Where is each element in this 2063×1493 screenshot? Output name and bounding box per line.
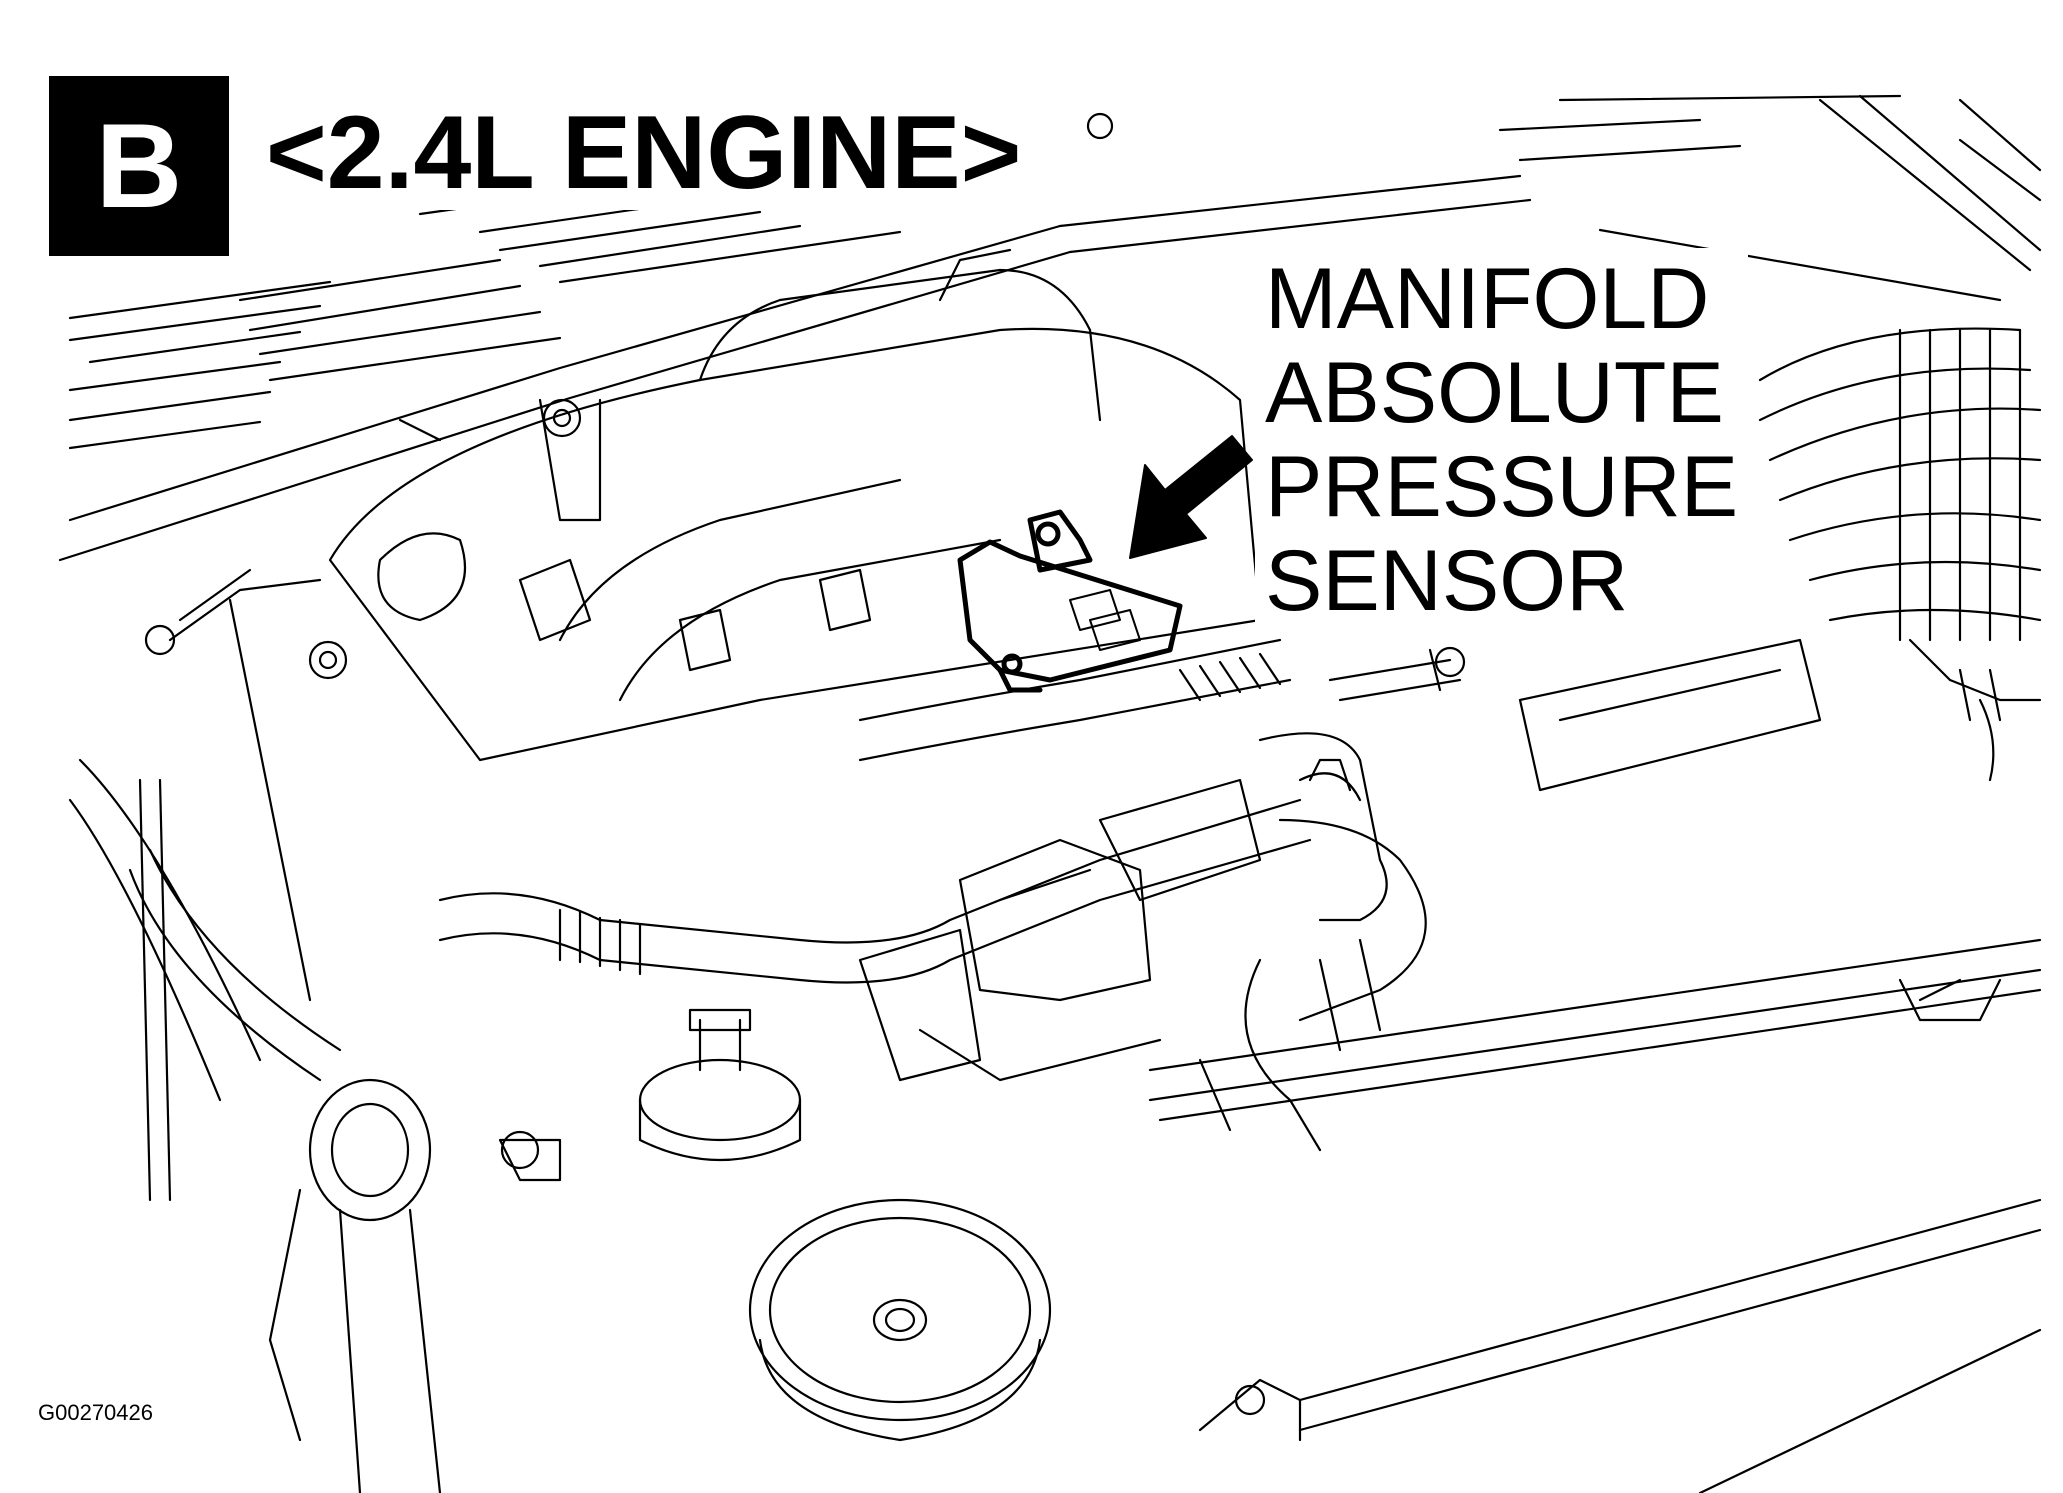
- callout-line: SENSOR: [1265, 533, 1629, 629]
- badge-letter: B: [95, 99, 183, 233]
- wiring-harness: [438, 638, 1466, 984]
- engine-heading: <2.4L ENGINE>: [258, 96, 1030, 210]
- rail-lines: [1058, 94, 2042, 302]
- callout-line: ABSOLUTE: [1265, 345, 1724, 441]
- callout-line: PRESSURE: [1265, 439, 1739, 535]
- left-hoses: [68, 568, 342, 1202]
- map-sensor-detail: [1069, 589, 1141, 651]
- component-callout: MANIFOLD ABSOLUTE PRESSURE SENSOR: [1255, 248, 1749, 632]
- callout-line: MANIFOLD: [1265, 251, 1710, 347]
- section-badge: B: [49, 76, 229, 256]
- vacuum-valve: [638, 1008, 802, 1162]
- right-components: [1148, 638, 2042, 1152]
- engine-cover: [328, 248, 1262, 762]
- figure-code: G00270426: [38, 1400, 153, 1425]
- center-modules: [858, 732, 1388, 1082]
- map-sensor: [957, 509, 1183, 693]
- intake-duct: [1758, 327, 2042, 702]
- bolts-and-brackets: [308, 112, 1114, 680]
- filler-cap: [748, 1198, 1052, 1442]
- lower-right-shroud: [1198, 1198, 2042, 1493]
- arrow-icon: [1129, 435, 1253, 559]
- clamp-pipe: [268, 1078, 562, 1493]
